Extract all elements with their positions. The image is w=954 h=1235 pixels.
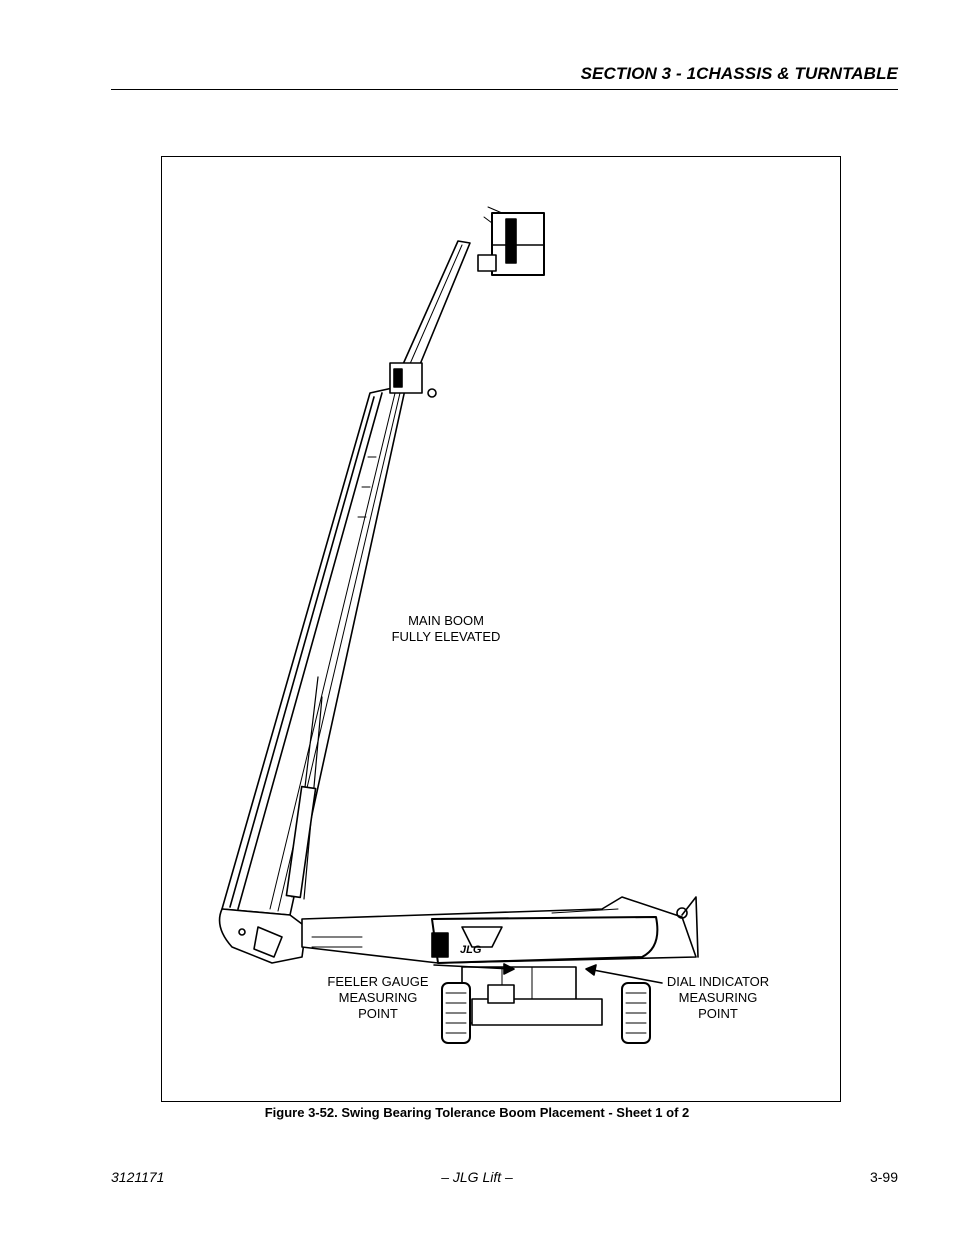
jlg-logo: JLG	[460, 944, 482, 956]
main-boom-callout: MAIN BOOM FULLY ELEVATED	[391, 613, 501, 644]
section-title: SECTION 3 - 1CHASSIS & TURNTABLE	[580, 64, 898, 83]
dial-indicator-callout: DIAL INDICATOR MEASURING POINT	[666, 974, 770, 1021]
main-boom	[221, 384, 407, 916]
chassis	[461, 966, 603, 1026]
document-number: 3121171	[111, 1169, 165, 1185]
left-wheel	[441, 982, 471, 1044]
dial-indicator-leader	[585, 964, 663, 984]
turntable	[301, 896, 699, 964]
right-wheel	[621, 982, 651, 1044]
platform	[477, 206, 545, 276]
feeler-gauge-callout: FEELER GAUGE MEASURING POINT	[327, 974, 429, 1021]
header-rule	[111, 89, 898, 90]
jib-boom	[389, 240, 471, 398]
figure-caption: Figure 3-52. Swing Bearing Tolerance Boo…	[264, 1105, 690, 1120]
page-number: 3-99	[869, 1169, 898, 1185]
boom-lift-illustration: JLG	[218, 206, 699, 1044]
boom-knuckle	[218, 908, 307, 964]
figure-frame: JLG MAIN BOOM FULLY ELEVATED FEELER GAUG…	[161, 156, 841, 1102]
publisher-footer: – JLG Lift –	[441, 1169, 513, 1185]
feeler-gauge-leader	[433, 963, 515, 975]
